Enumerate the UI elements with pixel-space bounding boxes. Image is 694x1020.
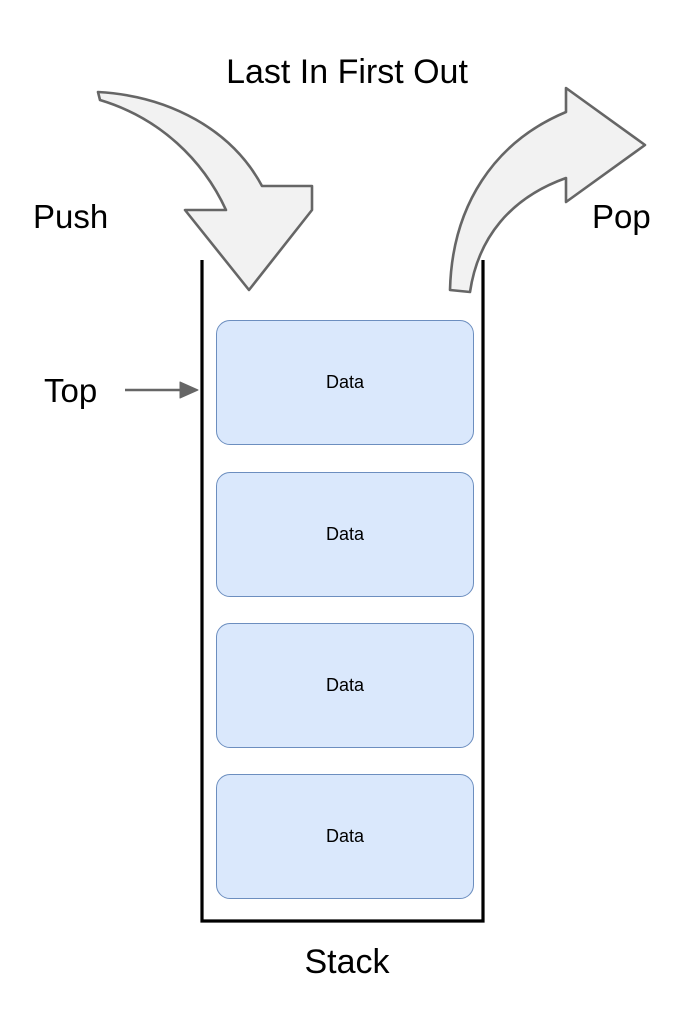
pop-arrow	[448, 86, 647, 294]
stack-cell-label: Data	[325, 372, 365, 392]
stack-container-outline	[200, 260, 485, 923]
top-label: Top	[44, 372, 98, 409]
stack-cell-label: Data	[325, 675, 365, 695]
stack-cell: Data	[216, 774, 474, 899]
stack-cell: Data	[216, 472, 474, 597]
top-pointer-arrowhead	[179, 381, 199, 399]
stack-cell-label: Data	[325, 524, 365, 544]
stack-cell-label: Data	[325, 826, 365, 846]
stack-cell: Data	[216, 320, 474, 445]
push-arrow	[96, 90, 314, 292]
diagram-title: Last In First Out	[226, 53, 468, 91]
stack-caption: Stack	[304, 943, 390, 981]
stack-cell: Data	[216, 623, 474, 748]
push-label: Push	[33, 198, 109, 235]
pop-label: Pop	[592, 198, 651, 235]
